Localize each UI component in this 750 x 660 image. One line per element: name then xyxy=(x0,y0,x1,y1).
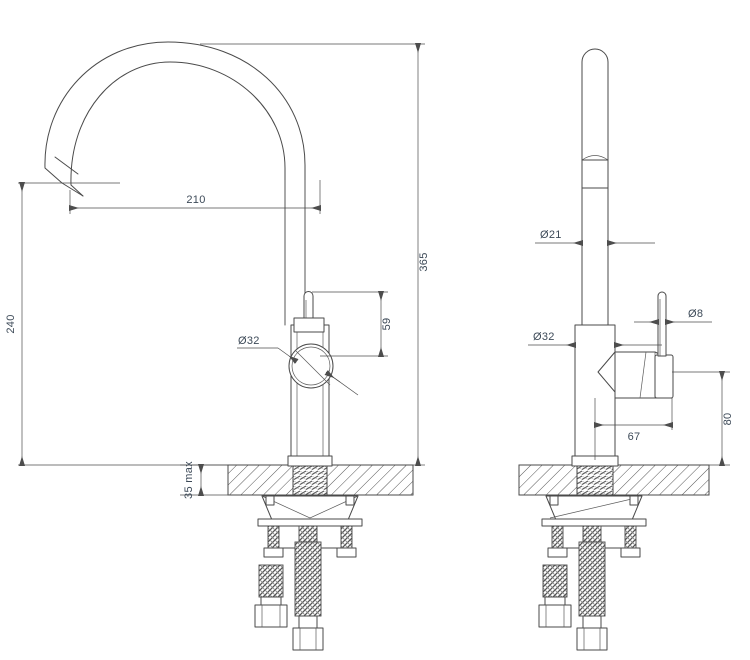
dim-body-diameter-front: Ø32 xyxy=(528,331,662,348)
dim-lever-height: 80 xyxy=(672,371,734,466)
dim-label-59: 59 xyxy=(381,318,393,331)
under-counter-clamp xyxy=(261,495,359,521)
front-lever-handle xyxy=(597,291,674,399)
threaded-mounting-shank xyxy=(292,465,328,496)
dim-label-365: 365 xyxy=(418,252,430,271)
dim-label-d8: Ø8 xyxy=(688,308,703,320)
escutcheon-plate xyxy=(287,455,333,467)
dim-label-210: 210 xyxy=(186,194,205,206)
lever-handle xyxy=(293,291,325,333)
dim-spout-reach: 210 xyxy=(69,180,321,214)
dim-label-d21: Ø21 xyxy=(540,229,562,241)
dim-label-d32-front: Ø32 xyxy=(533,331,555,343)
dim-label-d32-side: Ø32 xyxy=(238,335,260,347)
dim-label-67: 67 xyxy=(628,431,641,443)
dim-lever-projection: 67 xyxy=(594,398,673,460)
front-under-counter-clamp xyxy=(545,495,643,521)
swivel-ring xyxy=(288,343,334,389)
front-braided-hose-long xyxy=(576,525,608,651)
dim-spout-tube-diameter: Ø21 xyxy=(535,229,655,246)
dim-overall-height: 365 xyxy=(200,43,430,466)
front-spout-tube xyxy=(581,48,609,326)
front-hose-coupling-nut xyxy=(538,604,572,628)
dim-label-240: 240 xyxy=(5,314,17,333)
dim-handle-height: 59 xyxy=(312,291,393,357)
dim-body-diameter-side: Ø32 xyxy=(237,335,359,396)
braided-flexible-hose-short xyxy=(254,564,288,628)
braided-flexible-hose-long xyxy=(292,525,324,651)
dim-label-80: 80 xyxy=(722,413,734,426)
dim-counter-thickness: 35 max xyxy=(183,461,204,499)
front-elevation-view: Ø21 Ø32 Ø8 67 80 xyxy=(518,48,734,651)
hose-coupling-nut xyxy=(254,604,288,628)
side-elevation-view: 210 240 365 59 Ø32 xyxy=(5,41,430,651)
dim-lever-rod-diameter: Ø8 xyxy=(634,308,712,325)
dim-label-35max: 35 max xyxy=(183,461,195,499)
front-threaded-shank xyxy=(576,465,614,496)
dim-spout-height: 240 xyxy=(5,182,228,466)
curved-gooseneck-spout xyxy=(44,41,306,326)
front-hatched-counter-section xyxy=(518,464,710,496)
front-braided-hose-short xyxy=(538,564,572,628)
